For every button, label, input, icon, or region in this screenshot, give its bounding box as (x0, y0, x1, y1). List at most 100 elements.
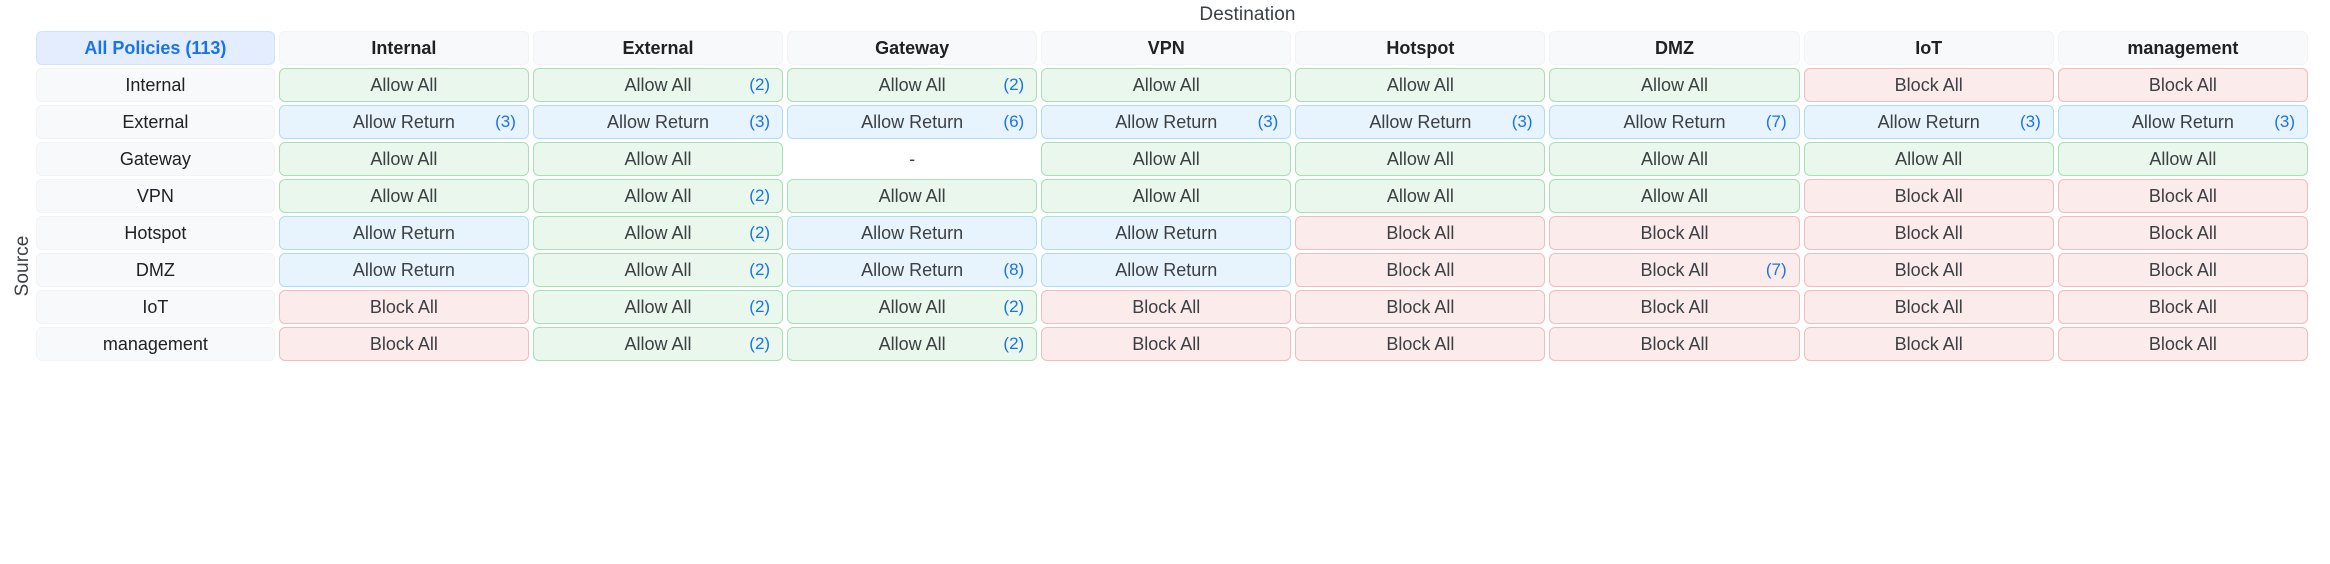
policy-cell-hotspot-to-external[interactable]: Allow All(2) (532, 216, 784, 250)
policy-cell-external-to-hotspot[interactable]: Allow Return(3) (1295, 105, 1546, 139)
policy-cell-gateway-to-hotspot[interactable]: Allow All (1295, 142, 1546, 176)
policy-cell-internal-to-hotspot[interactable]: Allow All (1295, 68, 1546, 102)
policy-cell-management-to-internal[interactable]: Block All (278, 327, 529, 361)
policy-cell-internal-to-vpn[interactable]: Allow All (1041, 68, 1292, 102)
policy-cell-label: Block All (1386, 222, 1455, 243)
policy-cell-count: (6) (1003, 112, 1025, 131)
policy-cell-count: (3) (2274, 112, 2295, 131)
policy-cell-management-to-management[interactable]: Block All (2057, 327, 2308, 361)
policy-cell-label: Block All (369, 333, 438, 354)
policy-cell-dmz-to-iot[interactable]: Block All (1803, 253, 2054, 287)
policy-cell-gateway-to-internal[interactable]: Allow All (278, 142, 529, 176)
policy-cell-count: (7) (1765, 260, 1787, 279)
policy-cell-vpn-to-gateway[interactable]: Allow All (787, 179, 1038, 213)
policy-cell-management-to-iot[interactable]: Block All (1803, 327, 2054, 361)
policy-cell-vpn-to-iot[interactable]: Block All (1803, 179, 2054, 213)
policy-cell-count: (2) (749, 260, 771, 279)
policy-cell-iot-to-external[interactable]: Allow All(2) (532, 290, 784, 324)
policy-cell-vpn-to-internal[interactable]: Allow All (278, 179, 529, 213)
policy-cell-internal-to-dmz[interactable]: Allow All (1549, 68, 1800, 102)
column-header-hotspot[interactable]: Hotspot (1295, 31, 1546, 65)
policy-cell-label: Allow All (624, 222, 692, 243)
column-header-management[interactable]: management (2057, 31, 2308, 65)
policy-cell-internal-to-internal[interactable]: Allow All (278, 68, 529, 102)
policy-cell-internal-to-management[interactable]: Block All (2057, 68, 2308, 102)
policy-cell-label: Allow All (878, 333, 946, 354)
policy-cell-vpn-to-management[interactable]: Block All (2057, 179, 2308, 213)
row-header-internal[interactable]: Internal (36, 68, 275, 102)
column-header-gateway[interactable]: Gateway (787, 31, 1038, 65)
policy-cell-management-to-vpn[interactable]: Block All (1041, 327, 1292, 361)
row-header-external[interactable]: External (36, 105, 275, 139)
policy-cell-vpn-to-external[interactable]: Allow All(2) (532, 179, 784, 213)
policy-cell-label: Allow All (1132, 148, 1200, 169)
policy-cell-iot-to-vpn[interactable]: Block All (1041, 290, 1292, 324)
column-header-dmz[interactable]: DMZ (1549, 31, 1800, 65)
policy-cell-external-to-dmz[interactable]: Allow Return(7) (1549, 105, 1800, 139)
policy-cell-dmz-to-internal[interactable]: Allow Return (278, 253, 529, 287)
policy-cell-external-to-internal[interactable]: Allow Return(3) (278, 105, 529, 139)
policy-cell-dmz-to-hotspot[interactable]: Block All (1295, 253, 1546, 287)
policy-cell-hotspot-to-hotspot[interactable]: Block All (1295, 216, 1546, 250)
policy-cell-gateway-to-external[interactable]: Allow All (532, 142, 784, 176)
column-header-iot[interactable]: IoT (1803, 31, 2054, 65)
column-header-internal[interactable]: Internal (278, 31, 529, 65)
policy-cell-gateway-to-management[interactable]: Allow All (2057, 142, 2308, 176)
policy-cell-hotspot-to-internal[interactable]: Allow Return (278, 216, 529, 250)
policy-cell-label: Allow Return (352, 222, 455, 243)
policy-cell-label: - (909, 148, 916, 169)
row-header-iot[interactable]: IoT (36, 290, 275, 324)
policy-cell-label: Block All (369, 296, 438, 317)
policy-cell-management-to-hotspot[interactable]: Block All (1295, 327, 1546, 361)
policy-cell-iot-to-internal[interactable]: Block All (278, 290, 529, 324)
policy-cell-external-to-gateway[interactable]: Allow Return(6) (787, 105, 1038, 139)
policy-cell-iot-to-dmz[interactable]: Block All (1549, 290, 1800, 324)
row-header-dmz[interactable]: DMZ (36, 253, 275, 287)
policy-cell-dmz-to-management[interactable]: Block All (2057, 253, 2308, 287)
policy-cell-label: Block All (1386, 296, 1455, 317)
policy-cell-external-to-management[interactable]: Allow Return(3) (2057, 105, 2308, 139)
row-header-hotspot[interactable]: Hotspot (36, 216, 275, 250)
policy-cell-gateway-to-gateway[interactable]: - (787, 142, 1038, 176)
policy-cell-management-to-dmz[interactable]: Block All (1549, 327, 1800, 361)
policy-cell-vpn-to-dmz[interactable]: Allow All (1549, 179, 1800, 213)
policy-cell-iot-to-hotspot[interactable]: Block All (1295, 290, 1546, 324)
policy-cell-iot-to-iot[interactable]: Block All (1803, 290, 2054, 324)
policy-cell-external-to-vpn[interactable]: Allow Return(3) (1041, 105, 1292, 139)
policy-cell-vpn-to-hotspot[interactable]: Allow All (1295, 179, 1546, 213)
policy-cell-label: Allow Return (861, 222, 964, 243)
policy-cell-internal-to-iot[interactable]: Block All (1803, 68, 2054, 102)
policy-cell-gateway-to-iot[interactable]: Allow All (1803, 142, 2054, 176)
policy-cell-internal-to-gateway[interactable]: Allow All(2) (787, 68, 1038, 102)
policy-cell-dmz-to-gateway[interactable]: Allow Return(8) (787, 253, 1038, 287)
column-header-external[interactable]: External (532, 31, 784, 65)
policy-cell-dmz-to-dmz[interactable]: Block All(7) (1549, 253, 1800, 287)
policy-cell-external-to-external[interactable]: Allow Return(3) (532, 105, 784, 139)
policy-cell-dmz-to-vpn[interactable]: Allow Return (1041, 253, 1292, 287)
policy-cell-management-to-gateway[interactable]: Allow All(2) (787, 327, 1038, 361)
policy-cell-label: Block All (1386, 259, 1455, 280)
policy-cell-management-to-external[interactable]: Allow All(2) (532, 327, 784, 361)
policy-cell-hotspot-to-dmz[interactable]: Block All (1549, 216, 1800, 250)
policy-cell-iot-to-management[interactable]: Block All (2057, 290, 2308, 324)
row-header-management[interactable]: management (36, 327, 275, 361)
policy-cell-internal-to-external[interactable]: Allow All(2) (532, 68, 784, 102)
row-header-vpn[interactable]: VPN (36, 179, 275, 213)
policy-cell-hotspot-to-management[interactable]: Block All (2057, 216, 2308, 250)
row-header-gateway[interactable]: Gateway (36, 142, 275, 176)
policy-cell-hotspot-to-vpn[interactable]: Allow Return (1041, 216, 1292, 250)
policy-cell-gateway-to-dmz[interactable]: Allow All (1549, 142, 1800, 176)
column-header-vpn[interactable]: VPN (1041, 31, 1292, 65)
policy-cell-hotspot-to-iot[interactable]: Block All (1803, 216, 2054, 250)
policy-cell-count: (2) (1003, 297, 1025, 316)
policy-cell-iot-to-gateway[interactable]: Allow All(2) (787, 290, 1038, 324)
policy-cell-hotspot-to-gateway[interactable]: Allow Return (787, 216, 1038, 250)
policy-cell-label: Block All (2148, 333, 2217, 354)
policy-cell-dmz-to-external[interactable]: Allow All(2) (532, 253, 784, 287)
all-policies-corner-button[interactable]: All Policies (113) (36, 31, 275, 65)
policy-cell-vpn-to-vpn[interactable]: Allow All (1041, 179, 1292, 213)
policy-cell-label: Allow All (624, 333, 692, 354)
policy-cell-external-to-iot[interactable]: Allow Return(3) (1803, 105, 2054, 139)
policy-cell-gateway-to-vpn[interactable]: Allow All (1041, 142, 1292, 176)
